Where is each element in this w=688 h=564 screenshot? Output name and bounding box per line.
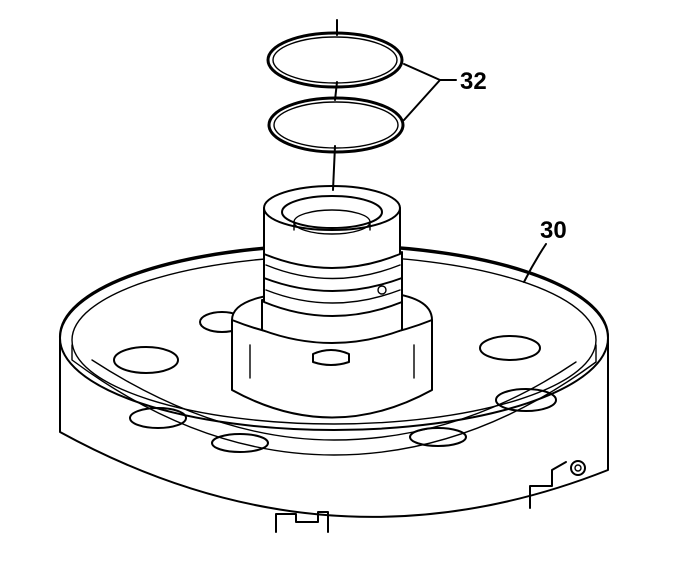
- center-axis: [332, 19, 338, 191]
- callout-30: 30: [540, 217, 567, 244]
- hub-shaft-top: [263, 185, 401, 231]
- callout-32: 32: [460, 68, 487, 95]
- leader-32-lower: [403, 79, 441, 121]
- housing-bottom-notch: [275, 511, 329, 533]
- seal-ring-upper-inner: [272, 36, 398, 84]
- floor-hole: [409, 427, 467, 447]
- housing-side-hole-inner: [574, 464, 582, 472]
- seal-ring-upper: [266, 31, 404, 89]
- hub-groove-line: [265, 264, 401, 280]
- floor-hole: [479, 335, 541, 361]
- leader-30: [523, 243, 547, 283]
- floor-hole: [211, 433, 269, 453]
- floor-hole: [113, 346, 179, 374]
- hub-groove-line: [265, 289, 401, 304]
- hub-oil-hole: [377, 285, 387, 295]
- housing-side-hole: [570, 460, 586, 476]
- housing-side-notch: [529, 461, 567, 509]
- leader-32-upper: [403, 63, 441, 81]
- hub-base-shade: [249, 344, 415, 379]
- housing-inner-floor: [91, 359, 577, 441]
- seal-ring-lower: [267, 96, 405, 154]
- center-hub: [231, 185, 433, 419]
- leader-lines: [403, 63, 547, 283]
- floor-hole: [129, 407, 187, 429]
- hub-shaft-bore-wall: [293, 221, 371, 231]
- floor-hole: [495, 388, 557, 412]
- seal-ring-lower-inner: [273, 101, 399, 149]
- housing-inner-wall: [71, 344, 597, 456]
- axis-line: [332, 145, 336, 191]
- hub-slot: [312, 349, 350, 366]
- hub-base: [231, 319, 433, 419]
- hub-shaft-bore: [281, 195, 383, 229]
- axis-line: [334, 81, 338, 101]
